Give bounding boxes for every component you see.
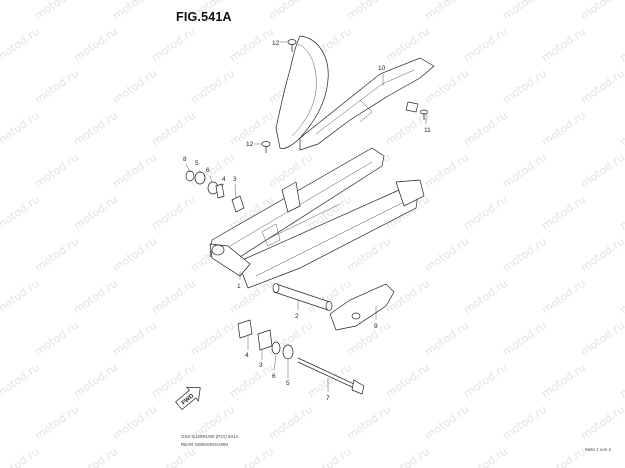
callout-9: 9 — [374, 323, 378, 330]
part-number-labels: 12 12 10 11 8 5 6 4 3 1 2 9 4 3 6 5 7 — [183, 40, 431, 402]
swingarm-part — [209, 147, 425, 289]
forward-arrow-icon: FWD — [175, 386, 201, 411]
callout-5b: 5 — [286, 380, 290, 387]
spacer-3a — [231, 195, 245, 213]
bushing-4a — [215, 183, 225, 199]
footer-section-name: REAR SWINGINGARM — [181, 442, 229, 447]
pivot-shaft-part — [272, 283, 333, 311]
leader-lines — [185, 41, 427, 392]
lower-bushing-set — [237, 319, 294, 360]
seal-8a — [185, 170, 195, 182]
footer-model-code: GSX-S125RLM0 (P21) 541A — [181, 434, 239, 439]
callout-11: 11 — [424, 127, 431, 134]
long-bolt-part — [297, 357, 365, 395]
callout-3a: 3 — [233, 176, 237, 183]
chain-guide-part — [329, 283, 395, 331]
callout-4a: 4 — [222, 176, 226, 183]
callout-6b: 6 — [272, 373, 276, 380]
callout-7: 7 — [326, 395, 330, 402]
seal-5a — [194, 171, 206, 185]
small-bolts — [261, 39, 428, 153]
footer-page-number: Seite 1 von 2 — [584, 447, 611, 452]
callout-1: 1 — [237, 283, 241, 290]
callout-12b: 12 — [246, 141, 254, 148]
callout-3b: 3 — [259, 362, 263, 369]
figure-title: FIG.541A — [176, 10, 232, 24]
callout-2: 2 — [295, 313, 299, 320]
callout-8: 8 — [183, 156, 187, 163]
callout-12a: 12 — [272, 40, 280, 47]
upper-bushing-set — [185, 170, 245, 213]
callout-10: 10 — [378, 65, 386, 72]
rear-fender-part — [275, 35, 435, 151]
callout-6a: 6 — [206, 167, 210, 174]
callout-4b: 4 — [245, 352, 249, 359]
callout-5a: 5 — [195, 160, 199, 167]
